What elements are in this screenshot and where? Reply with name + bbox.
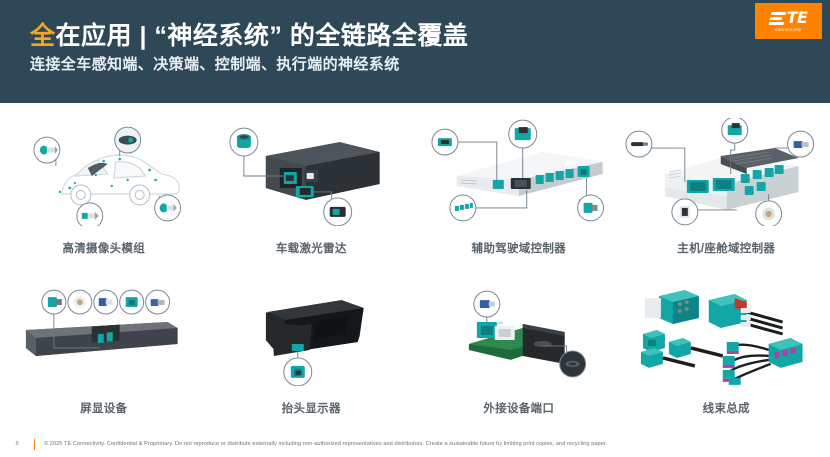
product-label: 车载激光雷达 [275, 243, 347, 255]
page-title-rest: 在应用 | “神经系统” 的全链路全覆盖 [55, 22, 469, 50]
car-sensor-diagram-icon [0, 118, 208, 226]
product-cell-external-port: 外接设备端口 [415, 270, 623, 430]
product-label: 辅助驾驶域控制器 [471, 243, 566, 255]
wire-harness-assembly-icon [623, 278, 830, 386]
display-bar-icon [0, 278, 208, 386]
copyright-notice: © 2025 TE Connectivity. Confidential & P… [44, 441, 608, 447]
te-connectivity-logo: TE connectivity [755, 3, 822, 39]
slide-footer: 8 © 2025 TE Connectivity. Confidential &… [0, 436, 830, 452]
product-label: 屏显设备 [80, 403, 128, 415]
logo-bars-icon [768, 11, 786, 25]
page-subtitle: 连接全车感知端、决策端、控制端、执行端的神经系统 [30, 56, 400, 73]
slide-header: 全在应用 | “神经系统” 的全链路全覆盖 连接全车感知端、决策端、控制端、执行… [0, 0, 830, 103]
logo-tagline: connectivity [775, 26, 802, 33]
page-number: 8 [15, 441, 19, 447]
external-device-port-icon [415, 278, 623, 386]
logo-wordmark: TE [786, 8, 808, 27]
footer-divider [34, 438, 35, 450]
page-title: 全在应用 | “神经系统” 的全链路全覆盖 [30, 21, 468, 51]
product-label: 外接设备端口 [483, 403, 555, 415]
page-title-accent: 全 [30, 22, 56, 50]
product-cell-wire-harness: 线束总成 [623, 270, 830, 430]
product-cell-hud: 抬头显示器 [208, 270, 416, 430]
product-label: 高清摄像头模组 [62, 243, 146, 255]
product-cell-cockpit-controller: 主机/座舱域控制器 [623, 110, 830, 270]
logo-mark: TE [768, 8, 808, 27]
product-label: 线束总成 [702, 403, 750, 415]
product-label: 抬头显示器 [281, 403, 341, 415]
product-cell-adas-controller: 辅助驾驶域控制器 [415, 110, 623, 270]
product-label: 主机/座舱域控制器 [677, 243, 776, 255]
head-up-display-icon [208, 278, 416, 386]
product-grid: 高清摄像头模组 [0, 110, 830, 430]
product-cell-camera-module: 高清摄像头模组 [0, 110, 208, 270]
product-cell-display-device: 屏显设备 [0, 270, 208, 430]
lidar-module-icon [208, 118, 416, 226]
cockpit-domain-controller-icon [623, 118, 830, 226]
product-cell-lidar: 车载激光雷达 [208, 110, 416, 270]
adas-domain-controller-icon [415, 118, 623, 226]
